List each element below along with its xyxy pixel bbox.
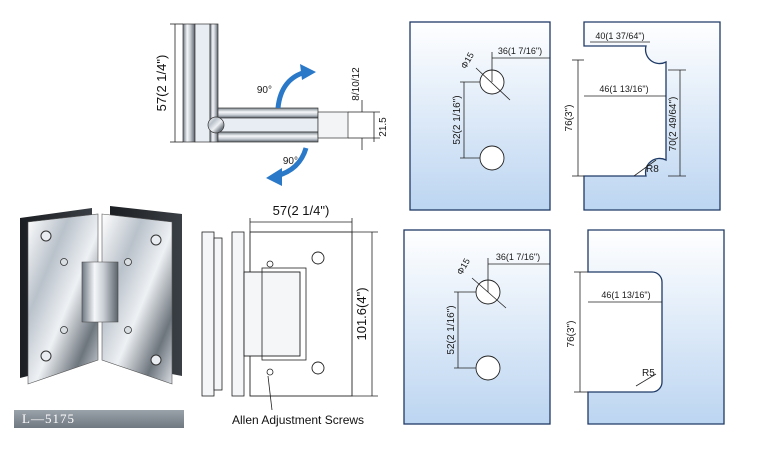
p4-radius: R5 <box>642 368 655 379</box>
side-height-label: 57(2 1/4") <box>154 55 169 112</box>
rotate-down-arrow-icon <box>266 168 282 186</box>
adjust-screw-bottom <box>266 368 274 376</box>
angle-bottom-label: 90° <box>283 156 298 167</box>
offset-label: 21.5 <box>378 117 389 137</box>
p2-notch-depth: 40(1 37/64") <box>595 31 644 41</box>
glass-panel-notch-top: 40(1 37/64") 46(1 13/16") 76(3") 70(2 49… <box>564 21 721 211</box>
glass-panel-holes-top: 36(1 7/16") Φ15 52(2 1/16") <box>409 21 551 211</box>
product-photo <box>20 206 182 385</box>
p3-hole-spacing: 52(2 1/16") <box>446 305 457 354</box>
allen-screws-callout: Allen Adjustment Screws <box>232 413 364 427</box>
angle-top-label: 90° <box>257 85 272 96</box>
p1-hole-spacing: 52(2 1/16") <box>452 95 463 144</box>
p3-hole-offset: 36(1 7/16") <box>496 252 540 262</box>
rotate-up-arrow-icon <box>300 64 316 80</box>
adjust-screw-top <box>266 260 274 268</box>
glass-panel-holes-bottom: 36(1 7/16") Φ15 52(2 1/16") <box>403 229 551 425</box>
front-height-label: 101.6(4") <box>354 287 369 340</box>
p1-hole-offset: 36(1 7/16") <box>498 46 542 56</box>
front-width-label: 57(2 1/4") <box>273 203 330 218</box>
thickness-label: 8/10/12 <box>351 67 362 101</box>
p4-notch-width: 46(1 13/16") <box>601 290 650 300</box>
side-view: 57(2 1/4") 90° 90° 8/10/12 21.5 <box>154 23 389 186</box>
p4-notch-height: 76(3") <box>566 321 577 348</box>
front-view: 57(2 1/4") 101.6(4") Allen Adjustment Sc… <box>201 203 378 427</box>
model-number-label: L—5175 <box>14 410 184 428</box>
p2-notch-span: 70(2 49/64") <box>668 97 679 152</box>
glass-panel-notch-bottom: 46(1 13/16") 76(3") R5 <box>566 229 725 425</box>
p2-notch-height: 76(3") <box>564 105 575 132</box>
p2-radius: R8 <box>646 164 659 175</box>
p2-notch-width: 46(1 13/16") <box>599 84 648 94</box>
